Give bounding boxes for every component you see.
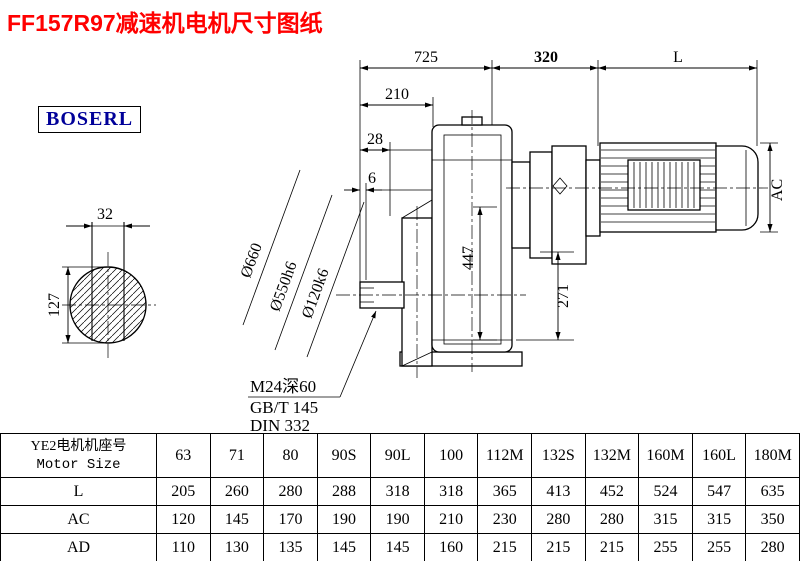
dimension-value-cell: 210 [423,505,479,534]
motor-size-header: 100 [423,433,479,478]
motor-size-header: 180M [745,433,800,478]
note-thread: M24深60 [250,377,316,396]
dimension-value-cell: 110 [156,533,211,561]
diamond-mark [552,177,568,195]
dimension-value-cell: 547 [691,477,747,506]
dimension-row-label: AD [0,533,157,561]
dimension-value-cell: 205 [156,477,211,506]
dim-6: 6 [368,170,376,187]
dimension-value-cell: 280 [584,505,640,534]
dimension-value-cell: 215 [531,533,586,561]
stator-fins [633,162,695,208]
dim-320: 320 [534,49,558,66]
dimension-value-cell: 280 [531,505,586,534]
dimension-value-cell: 280 [745,533,800,561]
motor-size-header: 90S [316,433,372,478]
dimension-value-cell: 170 [263,505,318,534]
dimension-value-cell: 145 [209,505,265,534]
dimension-value-cell: 635 [745,477,800,506]
dim-32: 32 [97,206,113,223]
dimension-row-label: AC [0,505,157,534]
dimension-value-cell: 350 [745,505,800,534]
dimension-value-cell: 215 [477,533,533,561]
dimension-value-cell: 230 [477,505,533,534]
motor-size-header: 63 [156,433,211,478]
brand-logo: BOSERL [38,106,142,133]
dim-271: 271 [555,284,572,308]
dim-127: 127 [46,293,63,317]
adapter-assembly [511,145,601,265]
dimension-drawing: 725 320 L 210 28 6 [46,49,786,433]
dimension-value-cell: 120 [156,505,211,534]
dimension-value-cell: 190 [316,505,372,534]
dim-725: 725 [414,49,438,66]
dim-271-group: 271 [516,251,574,341]
dimension-row-label: L [0,477,157,506]
motor-size-header: 80 [263,433,318,478]
dimension-value-cell: 255 [638,533,693,561]
dimension-value-cell: 318 [370,477,425,506]
dimension-value-cell: 160 [423,533,479,561]
page-title: FF157R97减速机电机尺寸图纸 [7,10,323,36]
shaft-end-view: 32 127 [46,206,156,360]
dia-shaft: Ø120k6 [299,266,333,320]
dim-chain-left: 210 28 6 [344,86,434,280]
dimension-value-cell: 145 [316,533,372,561]
motor-size-label-cell: YE2电机机座号 Motor Size [0,433,157,478]
dimension-value-cell: 255 [691,533,747,561]
motor-size-header: 132S [531,433,586,478]
dimension-value-cell: 524 [638,477,693,506]
motor-assembly [506,142,768,233]
motor-size-header: 71 [209,433,265,478]
dimension-value-cell: 135 [263,533,318,561]
note-gb-standard: GB/T 145 [250,398,318,417]
dimension-value-cell: 413 [531,477,586,506]
dimension-value-cell: 452 [584,477,640,506]
dia-spigot: Ø550h6 [267,259,301,313]
motor-size-label-cn: YE2电机机座号 [30,438,127,454]
dimension-value-cell: 145 [370,533,425,561]
dim-447-group: 447 [460,206,497,341]
dimension-value-cell: 130 [209,533,265,561]
motor-size-header: 90L [370,433,425,478]
dim-447: 447 [460,246,477,270]
dimension-value-cell: 365 [477,477,533,506]
thread-notes: M24深60 GB/T 145 DIN 332 [248,310,377,433]
dim-210: 210 [385,86,409,103]
dimension-value-cell: 288 [316,477,372,506]
motor-size-header: 160M [638,433,693,478]
dimension-value-cell: 318 [423,477,479,506]
diameter-callouts: Ø660 Ø550h6 Ø120k6 [238,169,365,358]
gearbox-assembly [336,110,526,378]
motor-size-header: 160L [691,433,747,478]
dim-AC: AC [769,179,786,201]
motor-size-label-en: Motor Size [36,456,121,473]
dimension-value-cell: 315 [638,505,693,534]
dimension-value-cell: 315 [691,505,747,534]
dim-28: 28 [367,131,383,148]
note-din-standard: DIN 332 [250,416,310,433]
motor-size-header: 112M [477,433,533,478]
dim-ac-group: AC [760,142,786,233]
dimension-value-cell: 190 [370,505,425,534]
dimension-value-cell: 280 [263,477,318,506]
dimension-value-cell: 260 [209,477,265,506]
dim-L: L [673,49,683,66]
dimension-value-cell: 215 [584,533,640,561]
dim-chain-top: 725 320 L [359,49,758,282]
motor-size-header: 132M [584,433,640,478]
